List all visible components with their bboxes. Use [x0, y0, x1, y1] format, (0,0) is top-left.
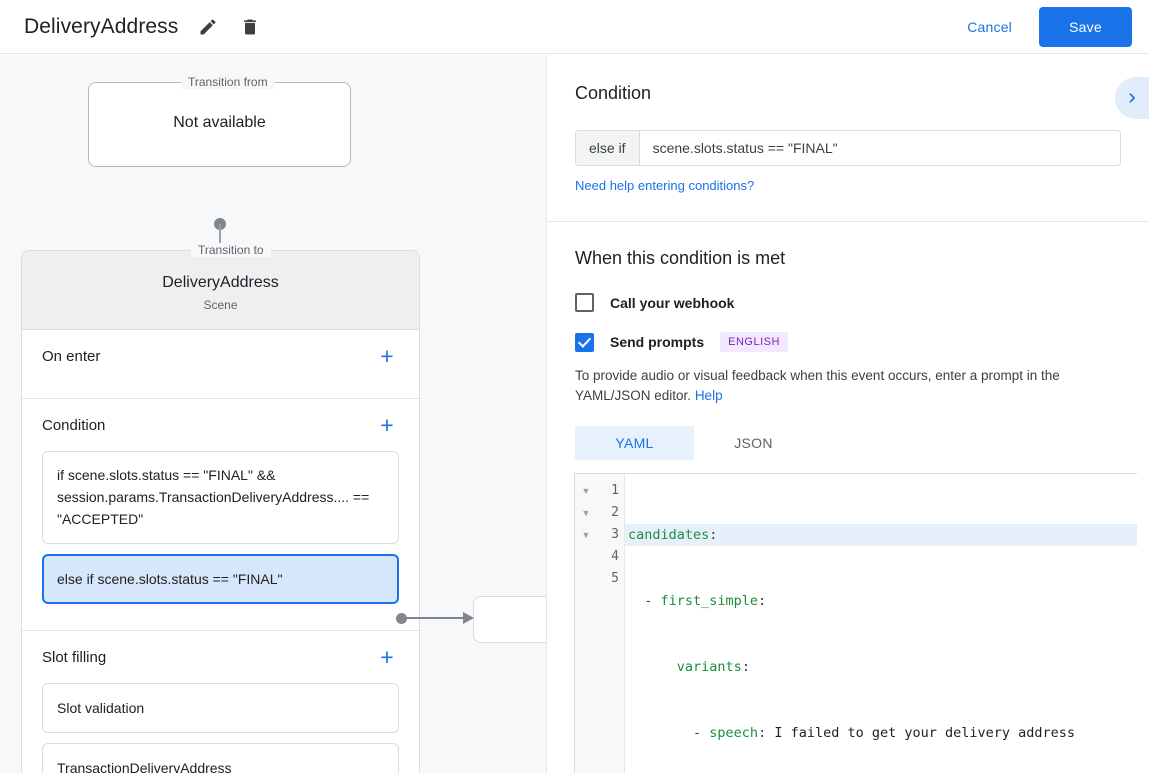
- code-colon: :: [709, 527, 718, 543]
- code-value: I failed to get your delivery address: [774, 725, 1076, 741]
- yaml-code-editor[interactable]: ▼ ▼ ▼ 1 2 3 4 5 candidates: - first_simp…: [574, 473, 1137, 773]
- condition-operator: else if: [576, 131, 640, 165]
- condition-item[interactable]: if scene.slots.status == "FINAL" && sess…: [42, 451, 399, 544]
- line-number: 3: [611, 527, 619, 542]
- cancel-button[interactable]: Cancel: [955, 10, 1024, 44]
- section-slot-filling: Slot filling + Slot validation Transacti…: [22, 631, 419, 773]
- code-area[interactable]: candidates: - first_simple: variants: - …: [625, 474, 1137, 773]
- when-condition-met-block: When this condition is met Call your web…: [547, 222, 1149, 460]
- code-indent: -: [628, 725, 710, 741]
- code-key: variants: [676, 659, 742, 675]
- page-title: DeliveryAddress: [24, 14, 179, 38]
- add-on-enter-button[interactable]: +: [380, 342, 394, 369]
- section-title-condition: Condition: [42, 416, 106, 434]
- code-key: candidates: [628, 527, 710, 543]
- chevron-right-icon[interactable]: [1115, 77, 1149, 119]
- prompt-help-link[interactable]: Help: [694, 388, 723, 403]
- condition-expression-input[interactable]: [639, 131, 1120, 165]
- fold-spacer: [575, 546, 597, 568]
- app-header: DeliveryAddress Cancel Save: [0, 0, 1149, 54]
- header-actions: Cancel Save: [955, 6, 1149, 47]
- when-condition-met-title: When this condition is met: [575, 248, 786, 268]
- line-number: 4: [611, 549, 619, 564]
- scene-name: DeliveryAddress: [162, 274, 279, 291]
- slot-filling-item[interactable]: Slot validation: [42, 683, 399, 733]
- condition-output-arrow-icon: [463, 612, 474, 624]
- code-line: - speech: I failed to get your delivery …: [625, 722, 1137, 744]
- section-title-slot-filling: Slot filling: [42, 648, 107, 666]
- fold-toggle-icon[interactable]: ▼: [581, 529, 591, 540]
- code-key: first_simple: [660, 593, 759, 609]
- send-prompts-checkbox[interactable]: [575, 332, 594, 352]
- transition-to-legend: Transition to: [191, 243, 271, 257]
- fold-spacer: [575, 568, 597, 590]
- code-colon: :: [758, 725, 775, 741]
- code-colon: :: [758, 593, 767, 609]
- send-prompts-row: Send prompts ENGLISH: [575, 332, 1121, 352]
- section-header: On enter +: [42, 330, 399, 382]
- code-line: - first_simple:: [625, 590, 1137, 612]
- section-title-on-enter: On enter: [42, 347, 101, 365]
- scene-header: DeliveryAddress Scene: [22, 251, 419, 330]
- trash-icon[interactable]: [238, 15, 262, 39]
- add-condition-button[interactable]: +: [380, 411, 394, 438]
- slot-filling-item[interactable]: TransactionDeliveryAddress: [42, 743, 399, 773]
- tab-json[interactable]: JSON: [694, 426, 813, 460]
- prompt-description: To provide audio or visual feedback when…: [575, 366, 1121, 406]
- pencil-icon[interactable]: [196, 15, 220, 39]
- condition-item-selected[interactable]: else if scene.slots.status == "FINAL": [42, 554, 399, 604]
- add-slot-filling-button[interactable]: +: [380, 643, 394, 670]
- graph-panel: Transition from Not available Transition…: [0, 55, 546, 773]
- fold-toggle-icon[interactable]: ▼: [581, 485, 591, 496]
- section-header: Slot filling +: [42, 631, 399, 683]
- code-indent: [628, 659, 677, 675]
- code-line: candidates:: [625, 524, 1137, 546]
- condition-block-title: Condition: [575, 83, 652, 103]
- line-number: 5: [611, 571, 619, 586]
- code-indent: -: [628, 593, 661, 609]
- transition-from-node[interactable]: Transition from Not available: [88, 75, 351, 167]
- code-line: variants:: [625, 656, 1137, 678]
- section-condition: Condition + if scene.slots.status == "FI…: [22, 399, 419, 631]
- condition-input-row: else if: [575, 130, 1121, 166]
- condition-output-dot: [396, 613, 407, 624]
- transition-from-value: Not available: [173, 114, 266, 131]
- transition-to-node: Transition to DeliveryAddress Scene On e…: [21, 243, 420, 773]
- tab-yaml[interactable]: YAML: [575, 426, 694, 460]
- code-key: speech: [709, 725, 759, 741]
- send-prompts-label: Send prompts: [610, 334, 705, 350]
- webhook-row: Call your webhook: [575, 293, 1121, 312]
- call-webhook-checkbox[interactable]: [575, 293, 594, 312]
- section-on-enter: On enter +: [22, 330, 419, 399]
- section-header: Condition +: [42, 399, 399, 451]
- line-number: 1: [611, 483, 619, 498]
- call-webhook-label: Call your webhook: [610, 294, 735, 311]
- scene-type: Scene: [203, 298, 238, 312]
- save-button[interactable]: Save: [1039, 6, 1132, 47]
- line-number: 2: [611, 505, 619, 520]
- detail-panel: Condition else if Need help entering con…: [546, 55, 1149, 773]
- condition-block: Condition else if Need help entering con…: [547, 55, 1149, 222]
- code-colon: :: [741, 659, 750, 675]
- fold-gutter: ▼ ▼ ▼: [575, 474, 597, 773]
- condition-output-line: [404, 617, 470, 619]
- next-node-partial[interactable]: [473, 596, 546, 643]
- prompt-description-text: To provide audio or visual feedback when…: [575, 368, 1060, 403]
- line-number-gutter: 1 2 3 4 5: [597, 474, 625, 773]
- language-badge: ENGLISH: [720, 332, 788, 352]
- transition-from-legend: Transition from: [181, 75, 275, 89]
- fold-toggle-icon[interactable]: ▼: [581, 507, 591, 518]
- condition-help-link[interactable]: Need help entering conditions?: [575, 178, 755, 193]
- editor-tabs: YAML JSON: [575, 426, 1121, 460]
